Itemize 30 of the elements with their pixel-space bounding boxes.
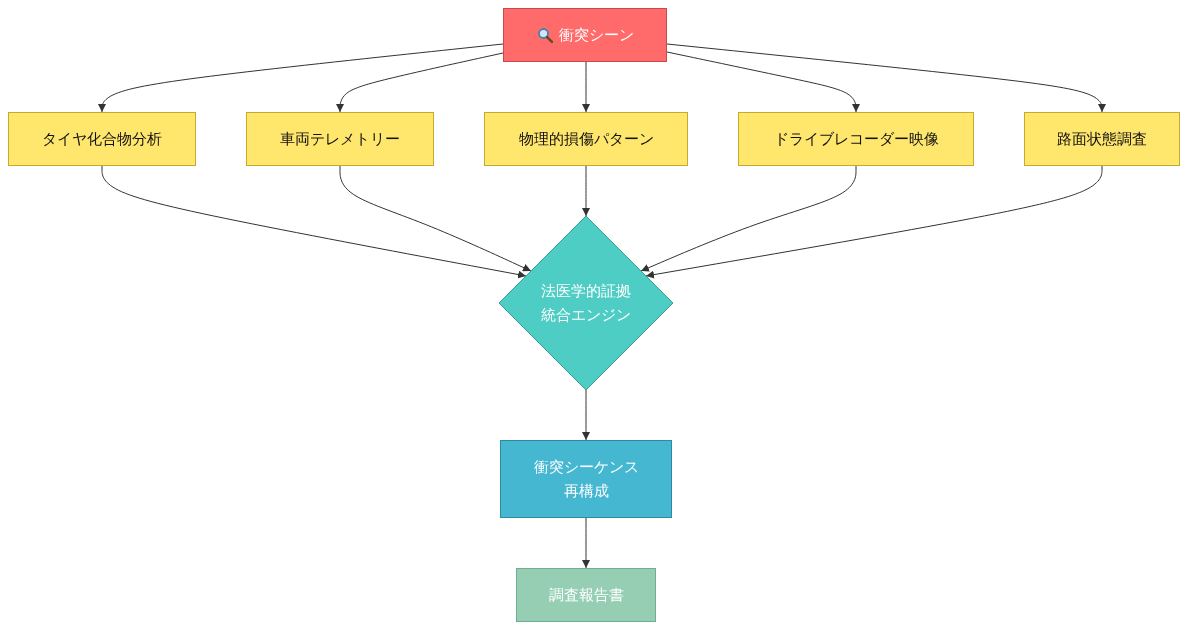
process-box	[516, 568, 656, 622]
process-box	[246, 112, 434, 166]
process-box	[1024, 112, 1180, 166]
arrow	[336, 52, 504, 113]
node-label: 衝突シーケンス再構成	[532, 457, 640, 502]
arrow	[582, 517, 590, 569]
arrow	[640, 165, 857, 272]
node-label: タイヤ化合物分析	[42, 129, 162, 150]
process-box	[484, 112, 688, 166]
arrow	[582, 165, 590, 217]
arrow	[666, 51, 860, 113]
process-box	[738, 112, 974, 166]
node-label: 法医学的証拠統合エンジン	[540, 281, 632, 326]
node-label: 衝突シーン	[558, 25, 634, 46]
arrow	[582, 389, 590, 441]
process-box	[503, 8, 667, 62]
node-label: 路面状態調査	[1057, 129, 1147, 150]
process-box	[8, 112, 196, 166]
node-label: 車両テレメトリー	[280, 129, 400, 150]
node-label: 物理的損傷パターン	[518, 129, 654, 150]
arrow	[666, 43, 1106, 113]
decision-diamond	[499, 216, 673, 390]
node-label: ドライブレコーダー映像	[773, 129, 939, 150]
arrow	[101, 165, 527, 279]
node-label: 調査報告書	[548, 585, 624, 606]
arrow	[339, 165, 532, 272]
arrow	[645, 165, 1103, 279]
arrow	[582, 61, 590, 113]
arrow	[98, 43, 504, 113]
process-box	[500, 440, 672, 518]
